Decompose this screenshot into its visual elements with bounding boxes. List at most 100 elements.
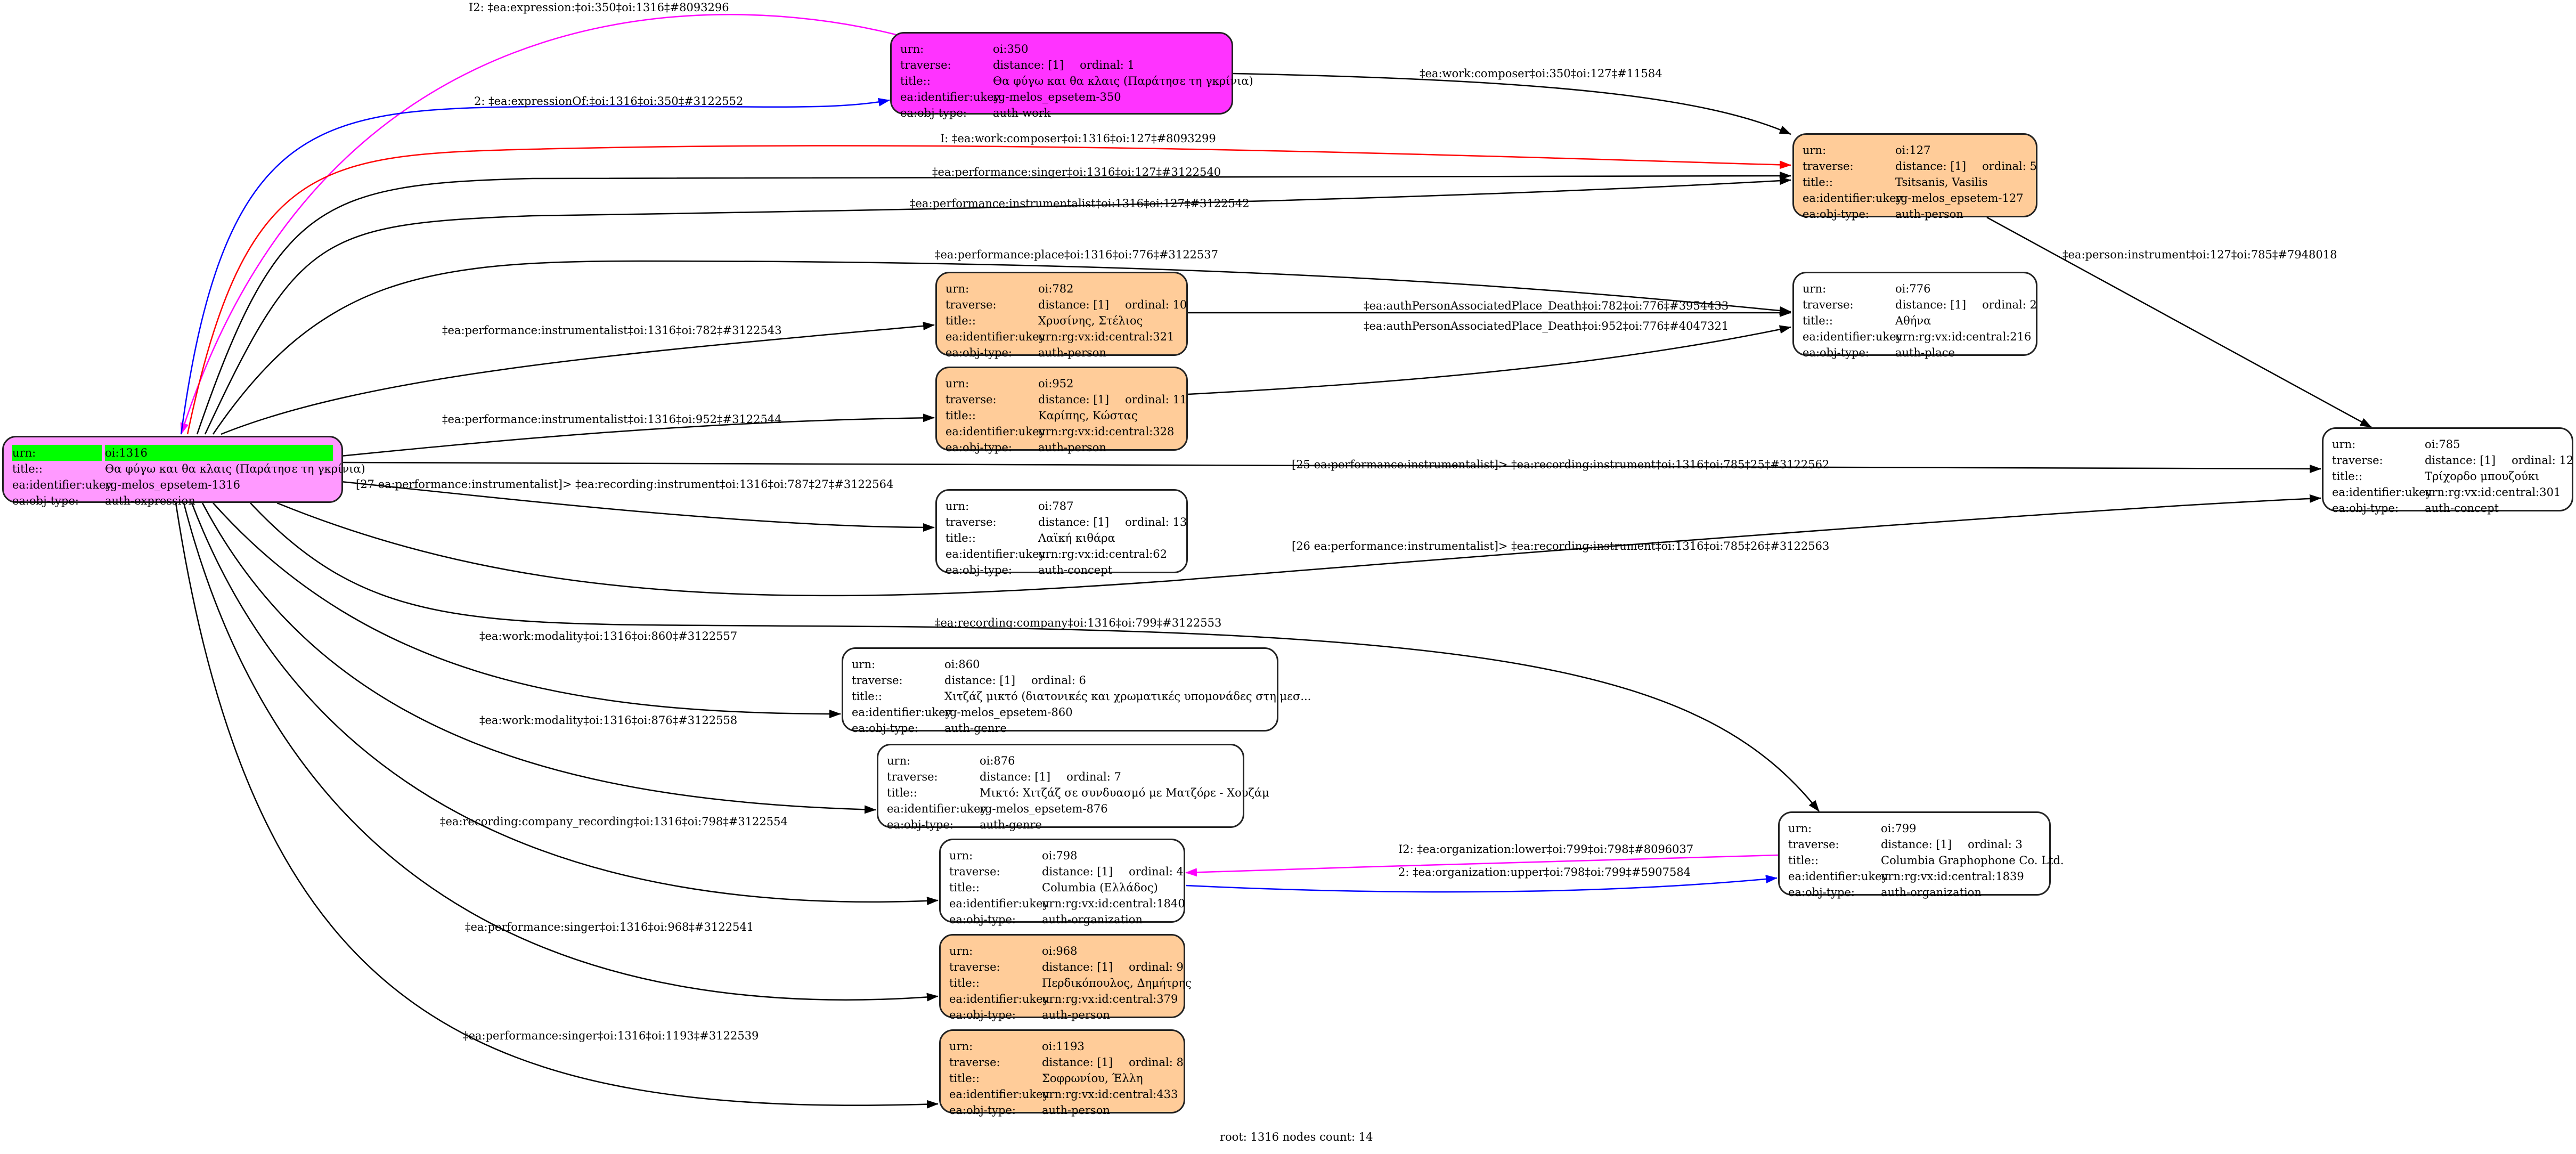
edge-n799-n798[interactable] [1185, 854, 1779, 877]
node-traverse: distance: [1]ordinal: 6 [944, 672, 1086, 688]
edge-n127-n785[interactable] [1986, 216, 2372, 428]
field-label: title:: [945, 409, 976, 422]
edge-n1316-n798[interactable] [191, 502, 939, 905]
node-traverse: distance: [1] ordinal: 8 [1042, 1054, 1184, 1070]
edge-n1316-n876[interactable] [201, 502, 876, 814]
field-label: urn: [945, 282, 969, 295]
field-label: ea:identifier:ukey [949, 897, 1049, 910]
edge-n1316-n782[interactable] [221, 321, 935, 435]
node-obj-type: auth-concept [1038, 564, 1113, 576]
node-urn: oi:860 [944, 658, 980, 671]
node-obj-type: auth-place [1895, 346, 1955, 359]
node-obj-type: auth-person [1895, 208, 1963, 221]
edge-n1316-n1193[interactable] [175, 502, 939, 1109]
node-field-row: traverse:distance: [1]ordinal: 5 [1803, 158, 2037, 174]
edge-n1316-n350[interactable] [180, 97, 890, 435]
node-obj-type: auth-person [1042, 1104, 1110, 1117]
node-urn: oi:785 [2425, 438, 2460, 451]
edge-n1316-n127[interactable] [186, 145, 1791, 435]
edge-n350-n1316[interactable] [180, 14, 896, 435]
node-obj-type: auth-work [993, 107, 1051, 119]
edge-n1316-n799[interactable] [250, 502, 1820, 812]
node-ukey: rg-melos_epsetem-127 [1895, 192, 2024, 205]
node-field-row: ea:obj-type:auth-concept [2332, 500, 2563, 516]
field-label: ea:identifier:ukey [1788, 870, 1888, 883]
field-label: title:: [1803, 314, 1833, 327]
field-label: traverse: [949, 1056, 1000, 1069]
node-ordinal: ordinal: 11 [1125, 393, 1187, 406]
node-distance: distance: [1] [1042, 865, 1113, 878]
node-distance: distance: [1] [1895, 298, 1967, 311]
node-field-row: title::Σοφρωνίου, Έλλη [949, 1070, 1175, 1086]
edge-n1316-n785[interactable] [276, 494, 2321, 597]
node-ordinal: ordinal: 8 [1129, 1056, 1184, 1069]
node-ordinal: ordinal: 9 [1129, 961, 1184, 973]
node-urn: oi:799 [1881, 822, 1917, 835]
edge-n952-n776[interactable] [1187, 325, 1791, 395]
edge-n1316-n787[interactable] [319, 478, 935, 532]
edge-label: I: ‡ea:work:composer‡oi:1316‡oi:127‡#809… [940, 132, 1216, 145]
node-field-row: ea:obj-type:auth-person [949, 1102, 1175, 1118]
node-field-row: title::Τρίχορδο μπουζούκι [2332, 468, 2563, 484]
edge-n1316-n776[interactable] [212, 260, 1791, 435]
node-field-row: ea:obj-type:auth-expression [12, 493, 333, 509]
edge-n1316-n860[interactable] [213, 502, 841, 718]
field-label: title:: [12, 462, 43, 475]
node-urn: oi:968 [1042, 945, 1078, 957]
field-label: ea:identifier:ukey [12, 478, 112, 491]
field-label: ea:identifier:ukey [949, 993, 1049, 1005]
node-title: Καρίπης, Κώστας [1038, 409, 1138, 422]
node-title: Περδικόπουλος, Δημήτρης [1042, 977, 1192, 989]
edge-n1316-n952[interactable] [319, 413, 935, 459]
node-distance: distance: [1] [944, 674, 1016, 687]
edge-label: ‡ea:work:composer‡oi:350‡oi:127‡#11584 [1420, 67, 1662, 80]
node-ukey: urn:rg:vx:id:central:379 [1042, 993, 1178, 1005]
node-distance: distance: [1] [980, 770, 1051, 783]
edge-n1316-n127[interactable] [196, 172, 1791, 435]
field-label: title:: [949, 977, 980, 989]
node-field-row: urn:oi:798 [949, 848, 1175, 864]
node-field-row: title::Αθήνα [1803, 313, 2027, 329]
node-ordinal: ordinal: 1 [1080, 59, 1135, 71]
field-label: title:: [1788, 854, 1819, 867]
node-traverse: distance: [1]ordinal: 2 [1895, 297, 2037, 313]
node-ordinal: ordinal: 7 [1066, 770, 1121, 783]
field-label: traverse: [900, 59, 951, 71]
node-urn: oi:787 [1038, 500, 1074, 513]
edge-n798-n799[interactable] [1185, 875, 1778, 893]
node-field-row: ea:obj-type:auth-concept [945, 562, 1178, 578]
node-traverse: distance: [1]ordinal: 9 [1042, 959, 1184, 975]
field-label: ea:identifier:ukey [1803, 330, 1903, 343]
node-title: Τρίχορδο μπουζούκι [2425, 470, 2540, 483]
node-field-row: traverse:distance: [1]ordinal: 10 [945, 297, 1187, 313]
field-label: traverse: [887, 770, 938, 783]
edge-n1316-n968[interactable] [183, 502, 939, 1002]
field-label: ea:obj-type: [1803, 346, 1869, 359]
node-distance: distance: [1] [1042, 1056, 1113, 1069]
edge-n1316-n127[interactable] [204, 176, 1791, 435]
field-label: urn: [1803, 282, 1827, 295]
node-traverse: distance: [1]ordinal: 11 [1038, 392, 1187, 408]
edge-n350-n127[interactable] [1233, 72, 1791, 135]
edge-label: 2: ‡ea:organization:upper‡oi:798‡oi:799‡… [1398, 866, 1691, 879]
node-ukey: urn:rg:vx:id:central:1839 [1881, 870, 2024, 883]
field-label: ea:obj-type: [945, 441, 1012, 454]
node-title: Θα φύγω και θα κλαις (Παράτησε τη γκρίνι… [993, 75, 1253, 87]
